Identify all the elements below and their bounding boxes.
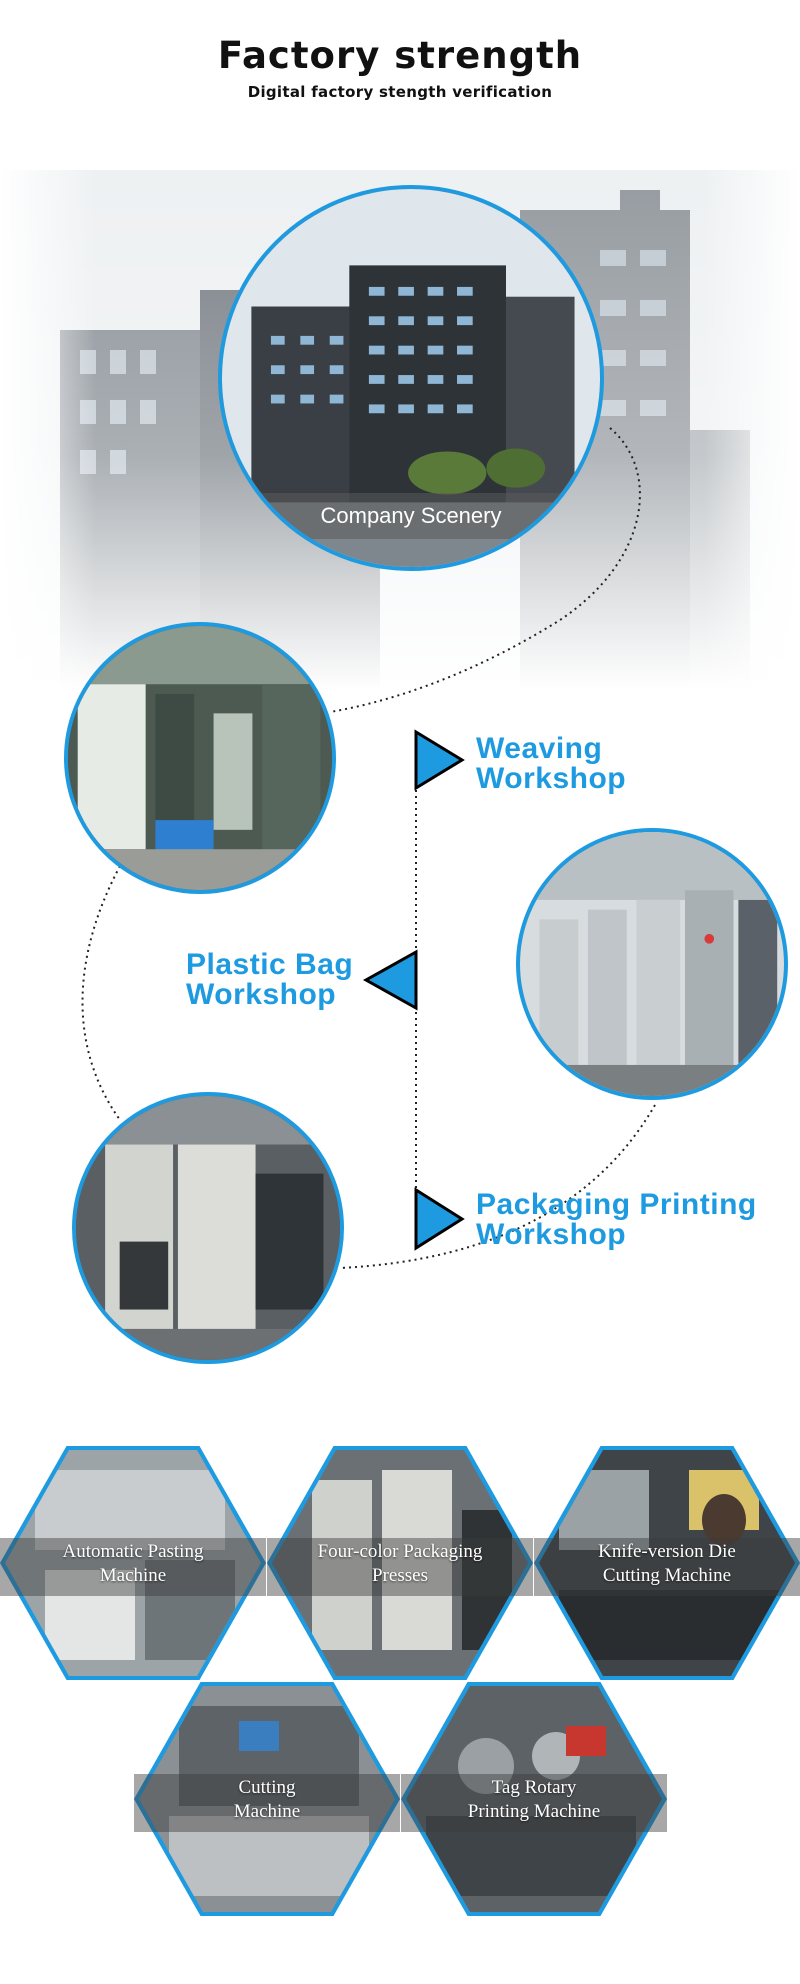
weaving-triangle-icon (414, 729, 465, 791)
plastic-bag-triangle-icon (362, 949, 418, 1011)
four-color-packaging-presses-label: Four-color Packaging Presses (317, 1541, 483, 1586)
company-scenery-circle: Company Scenery (218, 185, 604, 571)
hex-automatic-pasting-machine: Automatic Pasting Machine (0, 1446, 266, 1680)
company-scenery-caption: Company Scenery (222, 493, 600, 539)
cutting-machine-label: Cutting Machine (233, 1777, 301, 1822)
weaving-workshop-circle (64, 622, 336, 894)
hex-tag-rotary-printing-machine: Tag Rotary Printing Machine (401, 1682, 667, 1916)
packaging-printing-circle (72, 1092, 344, 1364)
tag-rotary-printing-machine-label: Tag Rotary Printing Machine (467, 1777, 601, 1822)
weaving-workshop-image (68, 626, 332, 890)
packaging-printing-image (76, 1096, 340, 1360)
page-subtitle: Digital factory stength verification (247, 83, 553, 101)
die-cutting-machine-label: Knife-version Die Cutting Machine (598, 1541, 736, 1586)
hex-four-color-packaging-presses: Four-color Packaging Presses (267, 1446, 533, 1680)
hex-cutting-machine: Cutting Machine (134, 1682, 400, 1916)
packaging-triangle-icon (414, 1187, 465, 1251)
page-header: Factory strength Digital factory stength… (0, 34, 800, 101)
weaving-workshop-label: Weaving Workshop (476, 732, 627, 795)
plastic-bag-workshop-label: Plastic Bag Workshop (186, 948, 354, 1011)
page-title: Factory strength (217, 34, 583, 77)
plastic-bag-workshop-circle (516, 828, 788, 1100)
packaging-printing-workshop-label: Packaging Printing Workshop (476, 1188, 757, 1251)
plastic-bag-workshop-image (520, 832, 784, 1096)
automatic-pasting-machine-label: Automatic Pasting Machine (62, 1541, 204, 1586)
hex-knife-version-die-cutting-machine: Knife-version Die Cutting Machine (534, 1446, 800, 1680)
